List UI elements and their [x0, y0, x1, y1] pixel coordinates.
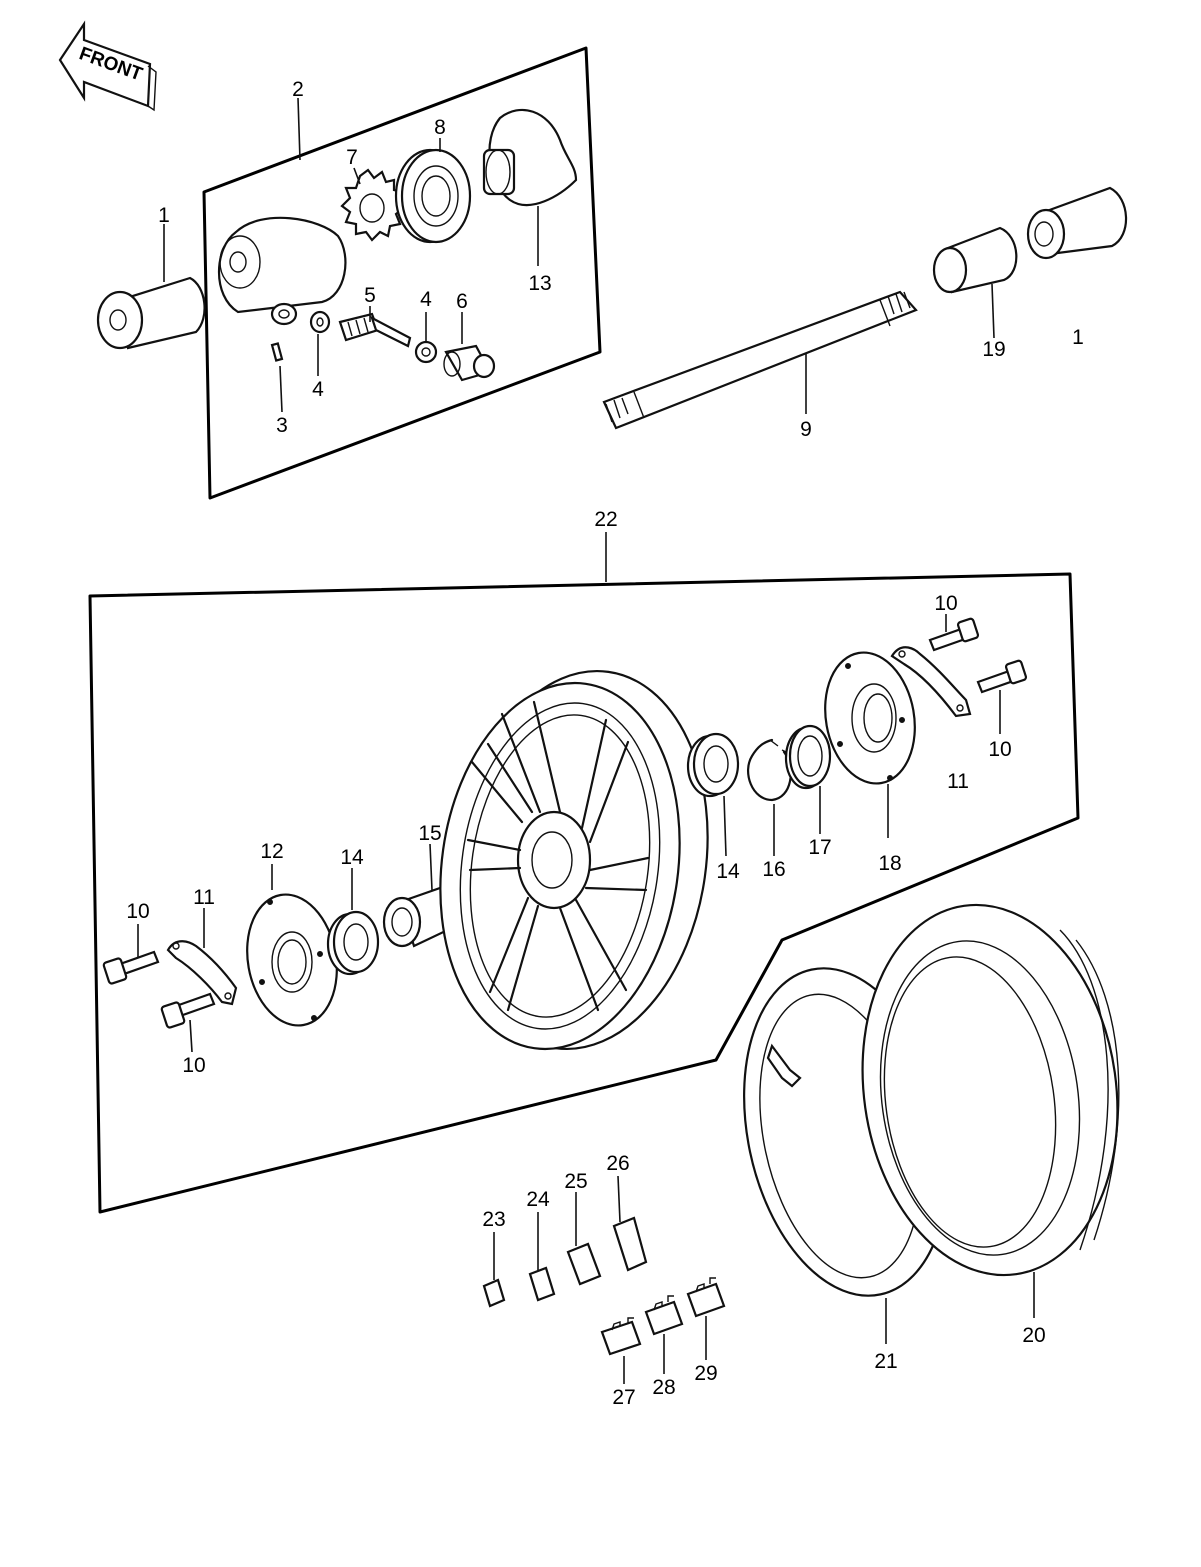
seal-8 [394, 148, 472, 244]
drive-plate-13 [482, 108, 578, 206]
callout-labels: 1 1 2 3 4 4 5 6 7 8 9 10 10 10 10 11 11 … [126, 78, 1084, 1409]
callout-7: 7 [346, 146, 358, 169]
washer-4-right [414, 340, 438, 364]
group-box-2 [202, 46, 602, 500]
collar-left [96, 276, 206, 350]
pinion-shaft [338, 312, 412, 348]
callout-22: 22 [594, 508, 617, 531]
collar-right [1026, 186, 1128, 260]
callout-2: 2 [292, 78, 304, 101]
spacer-19 [932, 226, 1018, 294]
bolt-10-top [928, 617, 980, 652]
callout-27: 27 [612, 1386, 635, 1409]
leader-26 [617, 1175, 621, 1223]
callout-14-right: 14 [716, 860, 740, 883]
callout-10-left-bottom: 10 [182, 1054, 205, 1077]
speedometer-gear [340, 168, 406, 242]
callout-11-right: 11 [947, 770, 969, 793]
callout-11-left: 11 [193, 886, 215, 909]
pad-23 [482, 1278, 506, 1308]
callout-10-left-top: 10 [126, 900, 149, 923]
callout-6: 6 [456, 290, 468, 313]
leader-19 [991, 283, 995, 339]
callout-4-right: 4 [420, 288, 432, 311]
bearing-14-right [686, 732, 740, 798]
washer-4-left [309, 310, 331, 334]
callout-24: 24 [526, 1188, 550, 1211]
circlip-16 [747, 738, 792, 802]
callout-19: 19 [982, 338, 1005, 361]
callout-13: 13 [528, 272, 551, 295]
callout-8: 8 [434, 116, 446, 139]
callout-25: 25 [564, 1170, 587, 1193]
cap-29 [686, 1277, 726, 1318]
callout-26: 26 [606, 1152, 629, 1175]
lock-plate-11-right [890, 646, 972, 718]
callout-4-left: 4 [312, 378, 324, 401]
bolt-10-left-bottom [160, 992, 216, 1029]
callout-5: 5 [364, 284, 376, 307]
gear-housing [218, 216, 347, 326]
bearing-14-left [326, 910, 380, 976]
cast-wheel [439, 669, 709, 1051]
disc-plate-18 [824, 651, 916, 785]
callout-16: 16 [762, 858, 785, 881]
leader-3 [279, 365, 283, 413]
callout-23: 23 [482, 1208, 505, 1231]
axle-9 [602, 290, 918, 430]
leader-10d [189, 1019, 193, 1053]
pad-24 [528, 1266, 556, 1302]
tire-20 [861, 903, 1120, 1277]
callout-18: 18 [878, 852, 901, 875]
leader-7 [353, 167, 361, 185]
callout-29: 29 [694, 1362, 717, 1385]
callout-10-top: 10 [934, 592, 957, 615]
bushing-6 [443, 344, 496, 382]
leader-15 [429, 843, 433, 891]
callout-10-right: 10 [988, 738, 1011, 761]
disc-plate-12 [246, 893, 338, 1027]
callout-12: 12 [260, 840, 283, 863]
bolt-10-left-top [102, 950, 160, 985]
cap-28 [644, 1295, 684, 1336]
callout-21: 21 [874, 1350, 897, 1373]
callout-9: 9 [800, 418, 812, 441]
oil-seal-17 [784, 724, 832, 790]
group-box-22 [88, 572, 1080, 1214]
callout-20: 20 [1022, 1324, 1045, 1347]
callout-3: 3 [276, 414, 288, 437]
pad-26 [612, 1216, 648, 1272]
cap-27 [600, 1317, 642, 1356]
pin-3 [270, 342, 284, 362]
bolt-10-right [976, 659, 1028, 694]
leader-2 [297, 97, 301, 161]
front-arrow: FRONT [58, 20, 157, 112]
callout-14-left: 14 [340, 846, 364, 869]
leader-14b [723, 795, 727, 857]
lock-plate-11-left [166, 940, 238, 1006]
pad-25 [566, 1242, 602, 1286]
callout-1-right: 1 [1072, 326, 1084, 349]
callout-1-left: 1 [158, 204, 170, 227]
callout-28: 28 [652, 1376, 675, 1399]
callout-15: 15 [418, 822, 441, 845]
callout-17: 17 [808, 836, 831, 859]
